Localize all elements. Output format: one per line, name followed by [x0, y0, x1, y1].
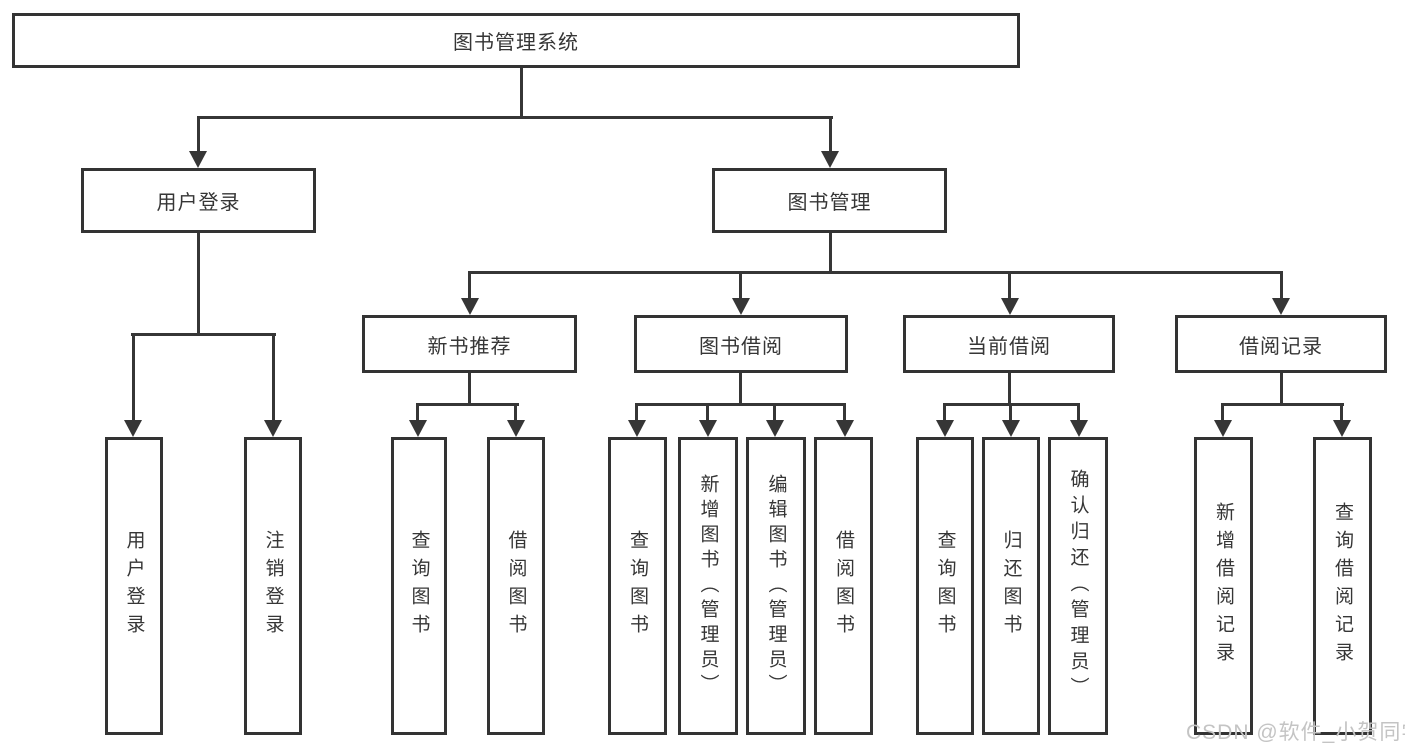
arrow-down-icon [1070, 420, 1088, 437]
arrow-down-icon [1272, 298, 1290, 315]
connector-line [1280, 373, 1283, 406]
arrow-down-icon [732, 298, 750, 315]
leaf-label: 新增借阅记录 [1213, 502, 1234, 670]
node-user-login: 用户登录 [81, 168, 316, 233]
leaf-query-books-current: 查询图书 [916, 437, 974, 735]
leaf-confirm-return-admin: 确认归还（管理员） [1048, 437, 1108, 735]
leaf-label: 新增图书（管理员） [697, 473, 719, 699]
connector-line [635, 403, 638, 425]
arrow-down-icon [189, 151, 207, 168]
connector-line [514, 403, 517, 425]
leaf-label: 查询图书 [408, 530, 430, 642]
leaf-label: 借阅图书 [505, 530, 527, 642]
connector-line [1008, 271, 1011, 300]
connector-line [635, 403, 846, 406]
connector-line [706, 403, 709, 425]
leaf-add-books-admin: 新增图书（管理员） [678, 437, 738, 735]
node-current-borrowing: 当前借阅 [903, 315, 1115, 373]
arrow-down-icon [461, 298, 479, 315]
connector-line [1077, 403, 1080, 425]
node-new-book-recommend: 新书推荐 [362, 315, 577, 373]
connector-line [132, 333, 135, 421]
connector-line [468, 373, 471, 406]
arrow-down-icon [936, 420, 954, 437]
leaf-user-login: 用户登录 [105, 437, 163, 735]
leaf-label: 查询图书 [627, 530, 648, 642]
leaf-query-books-recommend: 查询图书 [391, 437, 447, 735]
leaf-query-borrow-record: 查询借阅记录 [1313, 437, 1372, 735]
leaf-edit-books-admin: 编辑图书（管理员） [746, 437, 806, 735]
leaf-label: 归还图书 [1000, 530, 1022, 642]
node-label: 用户登录 [156, 192, 241, 214]
node-label: 图书管理 [787, 192, 872, 214]
connector-line [468, 271, 1283, 274]
leaf-add-borrow-record: 新增借阅记录 [1194, 437, 1253, 735]
arrow-down-icon [821, 151, 839, 168]
node-book-management: 图书管理 [712, 168, 947, 233]
node-label: 新书推荐 [427, 335, 512, 358]
connector-line [829, 233, 832, 274]
leaf-query-books-borrow: 查询图书 [608, 437, 667, 735]
connector-line [1221, 403, 1344, 406]
leaf-label: 查询借阅记录 [1332, 502, 1353, 670]
connector-line [131, 333, 276, 336]
arrow-down-icon [507, 420, 525, 437]
connector-line [197, 233, 200, 335]
node-label: 图书管理系统 [453, 32, 579, 54]
arrow-down-icon [409, 420, 427, 437]
leaf-label: 查询图书 [934, 530, 956, 642]
arrow-down-icon [1214, 420, 1232, 437]
node-label: 图书借阅 [699, 335, 783, 358]
leaf-logout-login: 注销登录 [244, 437, 302, 735]
connector-line [197, 116, 200, 154]
node-label: 当前借阅 [967, 335, 1051, 358]
node-library-management-system: 图书管理系统 [12, 13, 1020, 68]
connector-line [197, 116, 833, 119]
arrow-down-icon [766, 420, 784, 437]
arrow-down-icon [1333, 420, 1351, 437]
connector-line [416, 403, 419, 425]
connector-line [1008, 373, 1011, 406]
arrow-down-icon [1001, 298, 1019, 315]
leaf-return-books: 归还图书 [982, 437, 1040, 735]
arrow-down-icon [628, 420, 646, 437]
arrow-down-icon [264, 420, 282, 437]
connector-line [829, 116, 832, 154]
connector-line [520, 68, 523, 118]
connector-line [1280, 271, 1283, 300]
connector-line [468, 271, 471, 300]
arrow-down-icon [124, 420, 142, 437]
leaf-label: 借阅图书 [833, 530, 854, 642]
leaf-borrow-books-recommend: 借阅图书 [487, 437, 545, 735]
leaf-label: 用户登录 [123, 530, 145, 642]
leaf-label: 注销登录 [262, 530, 284, 642]
arrow-down-icon [699, 420, 717, 437]
connector-line [272, 333, 275, 421]
arrow-down-icon [836, 420, 854, 437]
leaf-label: 编辑图书（管理员） [765, 473, 787, 699]
leaf-label: 确认归还（管理员） [1067, 469, 1089, 703]
leaf-borrow-books: 借阅图书 [814, 437, 873, 735]
node-borrowing-records: 借阅记录 [1175, 315, 1387, 373]
arrow-down-icon [1002, 420, 1020, 437]
connector-line [739, 373, 742, 406]
connector-line [739, 271, 742, 300]
connector-line [773, 403, 776, 425]
connector-line [1221, 403, 1224, 425]
connector-line [1009, 403, 1012, 425]
connector-line [1340, 403, 1343, 425]
csdn-watermark: CSDN @软件_小贺同学 [1186, 721, 1405, 744]
node-book-borrowing: 图书借阅 [634, 315, 848, 373]
connector-line [843, 403, 846, 425]
connector-line [416, 403, 519, 406]
node-label: 借阅记录 [1239, 335, 1323, 358]
connector-line [943, 403, 946, 425]
